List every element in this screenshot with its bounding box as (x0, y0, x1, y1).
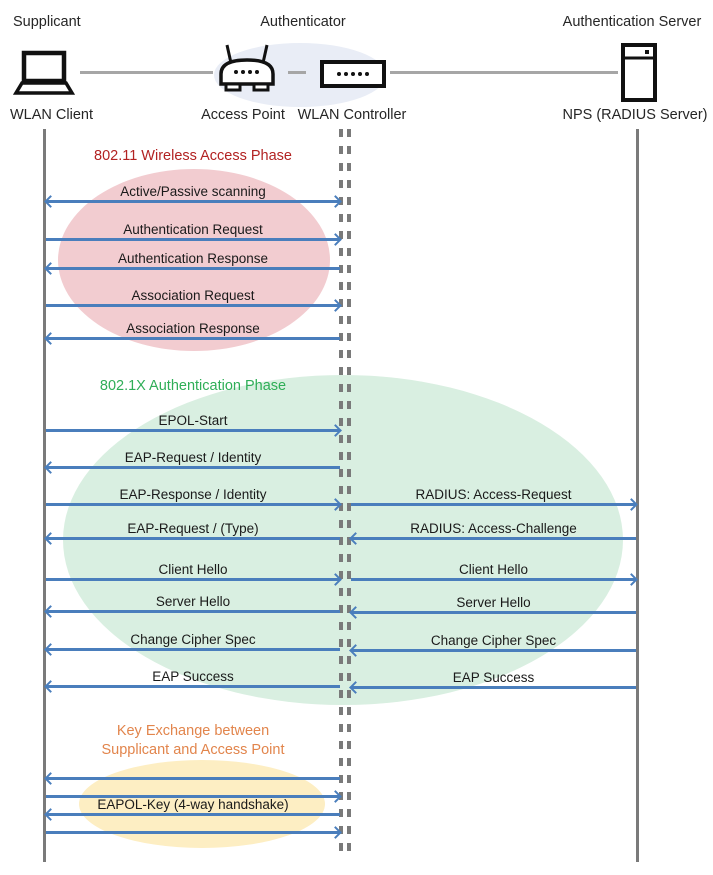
arrow-left-icon (349, 531, 636, 545)
device-label-access-point: Access Point (201, 107, 285, 123)
message-change-cipher-spec-right: Change Cipher Spec (349, 633, 636, 657)
arrow-right-icon (351, 572, 638, 586)
message-active-passive-scanning: Active/Passive scanning (44, 184, 342, 208)
lifeline-wlan-client (43, 129, 46, 862)
message-server-hello-right: Server Hello (349, 595, 636, 619)
lifeline-wlan-controller-dash-2 (347, 129, 351, 856)
message-eapol-key-2 (46, 779, 342, 803)
message-eap-request-type: EAP-Request / (Type) (44, 521, 340, 545)
arrow-left-icon (44, 642, 340, 656)
arrow-left-icon (349, 605, 636, 619)
message-change-cipher-spec-left: Change Cipher Spec (44, 632, 340, 656)
wlan-controller-icon (320, 60, 386, 93)
connector-client-ap (80, 71, 213, 74)
arrow-right-icon (46, 789, 342, 803)
arrow-left-icon (44, 261, 340, 275)
arrow-right-icon (46, 298, 342, 312)
server-icon (620, 43, 658, 107)
message-eapol-key-1 (44, 761, 340, 785)
arrow-right-icon (46, 423, 342, 437)
arrow-left-icon (44, 460, 340, 474)
arrow-both-icon (44, 194, 342, 208)
message-epol-start: EPOL-Start (46, 413, 342, 437)
message-eap-success-left: EAP Success (44, 669, 340, 693)
connector-wlc-server (390, 71, 618, 74)
message-eap-response-identity: EAP-Response / Identity (46, 487, 342, 511)
message-client-hello-left: Client Hello (46, 562, 342, 586)
message-eapol-key-handshake: EAPOL-Key (4-way handshake) (44, 797, 340, 821)
arrow-left-icon (349, 680, 636, 694)
message-authentication-response: Authentication Response (44, 251, 340, 275)
role-label-authenticator: Authenticator (260, 14, 346, 30)
arrow-left-icon (44, 807, 340, 821)
message-eap-request-identity: EAP-Request / Identity (44, 450, 340, 474)
arrow-right-icon (46, 232, 342, 246)
role-label-authentication-server: Authentication Server (562, 14, 702, 30)
arrow-left-icon (349, 643, 636, 657)
message-association-response: Association Response (44, 321, 340, 345)
arrow-right-icon (351, 497, 638, 511)
arrow-right-icon (46, 825, 342, 839)
access-point-icon (216, 42, 278, 102)
role-label-supplicant: Supplicant (13, 14, 81, 30)
lifeline-wlan-controller-dash-1 (339, 129, 343, 856)
phase-title-key-exchange-line1: Key Exchange between (116, 723, 270, 739)
arrow-left-icon (44, 531, 340, 545)
device-label-wlan-client: WLAN Client (10, 107, 93, 123)
phase-title-authentication: 802.1X Authentication Phase (99, 378, 287, 394)
message-eap-success-right: EAP Success (349, 670, 636, 694)
arrow-right-icon (46, 572, 342, 586)
arrow-left-icon (44, 331, 340, 345)
message-radius-access-challenge: RADIUS: Access-Challenge (349, 521, 636, 545)
phase-title-key-exchange: Key Exchange between Supplicant and Acce… (46, 722, 340, 760)
arrow-left-icon (44, 604, 340, 618)
message-authentication-request: Authentication Request (46, 222, 342, 246)
phase-title-key-exchange-line2: Supplicant and Access Point (101, 742, 285, 758)
phase-title-wireless-access: 802.11 Wireless Access Phase (94, 148, 292, 164)
message-eapol-key-4 (46, 815, 342, 839)
message-client-hello-right: Client Hello (351, 562, 638, 586)
arrow-left-icon (44, 679, 340, 693)
device-label-wlan-controller: WLAN Controller (297, 107, 407, 123)
laptop-icon (12, 50, 78, 101)
arrow-left-icon (44, 771, 340, 785)
lifeline-nps-server (636, 129, 639, 862)
message-radius-access-request: RADIUS: Access-Request (351, 487, 638, 511)
wireless-access-phase-ellipse (58, 169, 330, 351)
message-server-hello-left: Server Hello (44, 594, 340, 618)
message-association-request: Association Request (46, 288, 342, 312)
arrow-right-icon (46, 497, 342, 511)
connector-ap-wlc (288, 71, 306, 74)
device-label-nps: NPS (RADIUS Server) (562, 107, 708, 123)
